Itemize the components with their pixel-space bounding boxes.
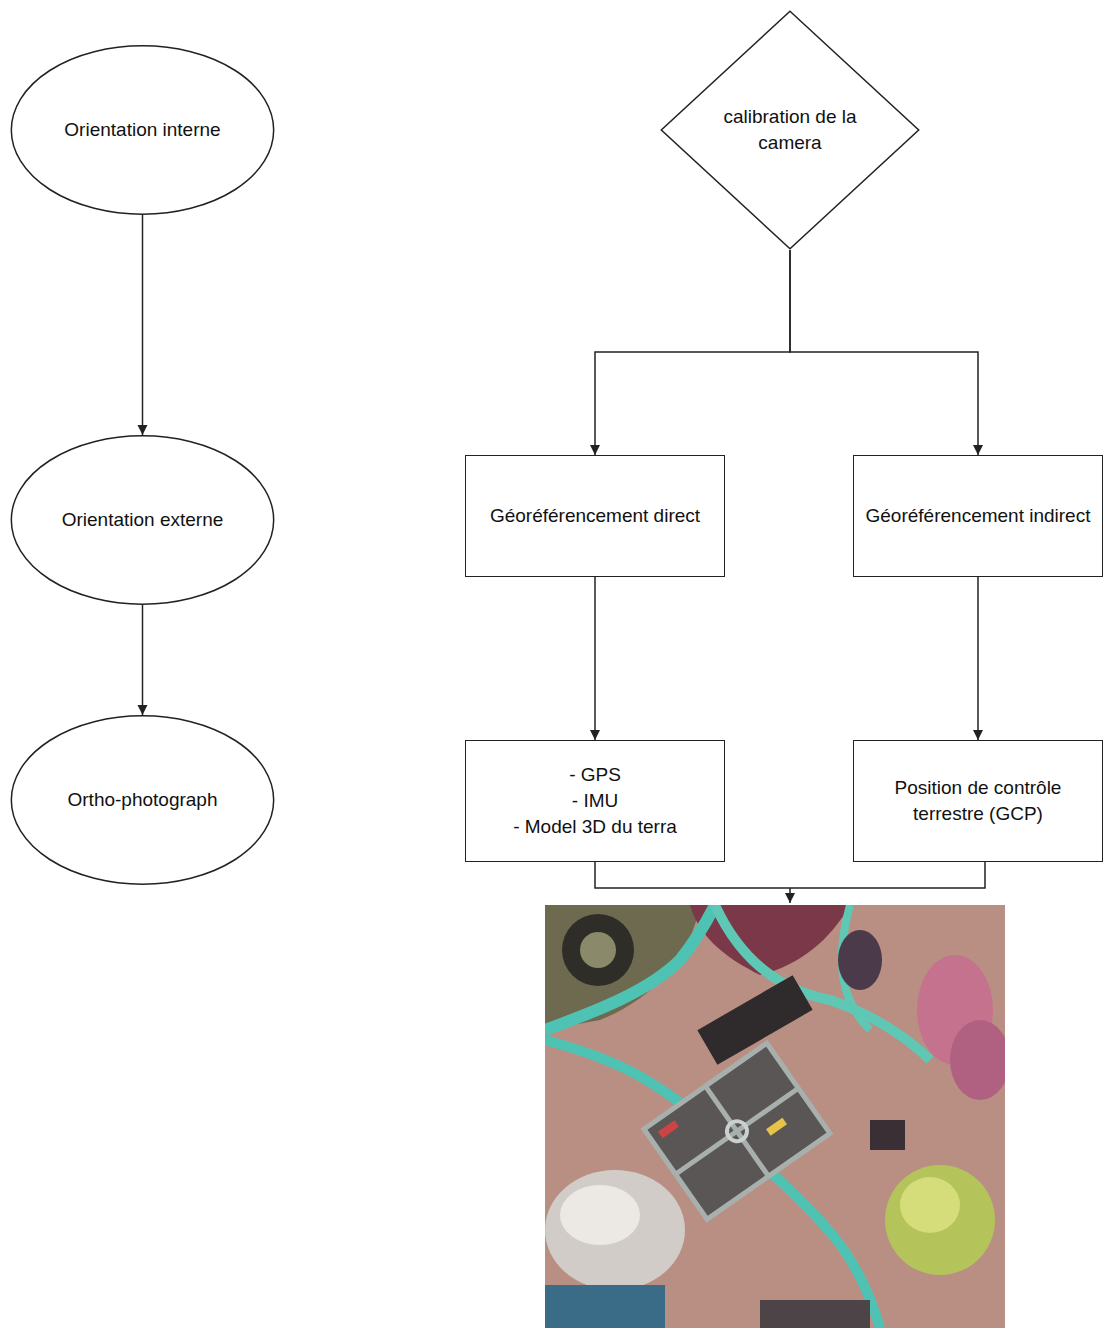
connector-arrow bbox=[142, 215, 144, 435]
node-text: Géoréférencement indirect bbox=[866, 503, 1091, 529]
decision-diamond: calibration de la camera bbox=[660, 10, 920, 250]
node-text: calibration de la camera bbox=[719, 104, 862, 156]
node-text: - Model 3D du terra bbox=[513, 814, 677, 840]
connector-arrow bbox=[790, 250, 978, 455]
process-box: Géoréférencement direct bbox=[465, 455, 725, 577]
connector-arrow bbox=[142, 605, 144, 715]
node-text: Position de contrôle terrestre (GCP) bbox=[865, 775, 1091, 827]
data-box: Position de contrôle terrestre (GCP) bbox=[853, 740, 1103, 862]
node-text: - IMU bbox=[572, 788, 618, 814]
connector-arrow bbox=[595, 250, 790, 455]
output-ellipse: Ortho-photograph bbox=[10, 715, 275, 885]
node-text: - GPS bbox=[569, 762, 621, 788]
diamond-outline bbox=[660, 10, 920, 250]
process-ellipse: Orientation externe bbox=[10, 435, 275, 605]
node-text: Orientation externe bbox=[62, 507, 224, 533]
merge-line bbox=[595, 862, 985, 903]
process-box: Géoréférencement indirect bbox=[853, 455, 1103, 577]
node-text: Géoréférencement direct bbox=[490, 503, 700, 529]
connector-arrow bbox=[594, 577, 596, 740]
process-ellipse: Orientation interne bbox=[10, 45, 275, 215]
data-box: - GPS- IMU- Model 3D du terra bbox=[465, 740, 725, 862]
aerial-photo bbox=[545, 905, 1005, 1328]
node-text: Orientation interne bbox=[64, 117, 220, 143]
connector-arrow bbox=[977, 577, 979, 740]
node-text: Ortho-photograph bbox=[68, 787, 218, 813]
